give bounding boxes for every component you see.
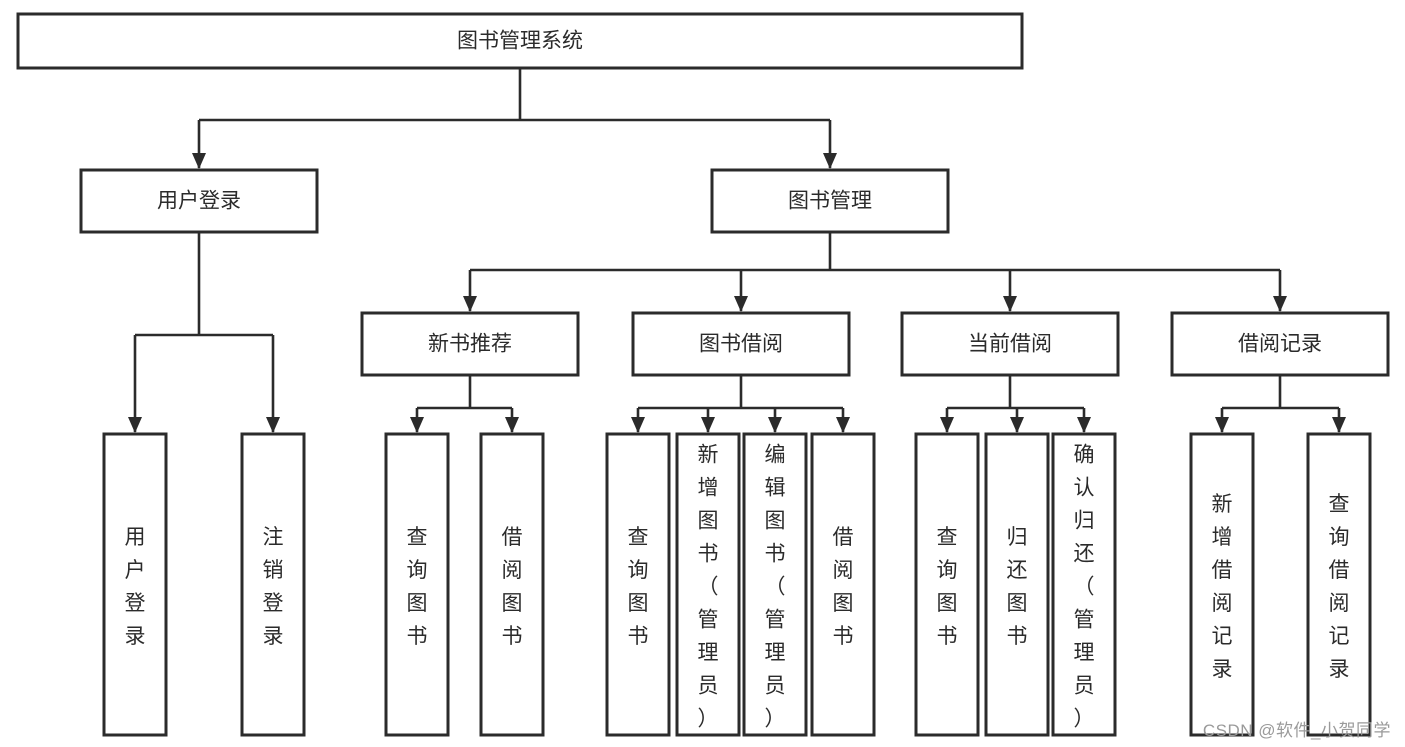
node-label: 查询图书 <box>628 526 649 648</box>
arrow-head-icon <box>1077 417 1091 433</box>
node-box <box>742 432 808 737</box>
node-box <box>1051 432 1117 737</box>
node-confirm-return-admin[interactable]: 确认归还（管理员） <box>1051 432 1117 737</box>
node-box <box>984 432 1050 737</box>
node-label: 图书管理 <box>788 190 872 213</box>
node-label: 借阅图书 <box>502 526 523 648</box>
node-query-borrow-record[interactable]: 查询借阅记录 <box>1306 432 1372 737</box>
node-label: 用户登录 <box>157 190 241 213</box>
node-root[interactable]: 图书管理系统 <box>16 12 1024 70</box>
arrow-head-icon <box>734 296 748 312</box>
node-box <box>810 432 876 737</box>
arrow-head-icon <box>940 417 954 433</box>
node-borrow-book-2[interactable]: 借阅图书 <box>810 432 876 737</box>
node-user-login-do[interactable]: 用户登录 <box>102 432 168 737</box>
arrow-head-icon <box>701 417 715 433</box>
node-user-login[interactable]: 用户登录 <box>79 168 319 234</box>
node-label: 查询借阅记录 <box>1329 493 1350 681</box>
arrow-head-icon <box>192 153 206 169</box>
arrow-head-icon <box>266 417 280 433</box>
node-query-book-3[interactable]: 查询图书 <box>914 432 980 737</box>
node-label: 归还图书 <box>1007 526 1028 648</box>
node-layer: 图书管理系统用户登录用户登录注销登录图书管理新书推荐查询图书借阅图书图书借阅查询… <box>16 12 1390 737</box>
arrow-head-icon <box>1273 296 1287 312</box>
node-label: 用户登录 <box>125 526 146 648</box>
node-label: 新书推荐 <box>428 333 512 356</box>
node-label: 注销登录 <box>263 526 284 648</box>
node-box <box>1306 432 1372 737</box>
arrow-head-icon <box>1332 417 1346 433</box>
node-current-borrow[interactable]: 当前借阅 <box>900 311 1120 377</box>
node-box <box>16 12 1024 70</box>
node-box <box>914 432 980 737</box>
node-new-book-recommend[interactable]: 新书推荐 <box>360 311 580 377</box>
node-label: 当前借阅 <box>968 333 1052 356</box>
node-box <box>384 432 450 737</box>
node-box <box>1189 432 1255 737</box>
node-label: 编辑图书（管理员） <box>765 444 786 731</box>
node-box <box>900 311 1120 377</box>
node-box <box>675 432 741 737</box>
node-label: 查询图书 <box>407 526 428 648</box>
arrow-head-icon <box>410 417 424 433</box>
node-borrow-book-1[interactable]: 借阅图书 <box>479 432 545 737</box>
node-add-borrow-record[interactable]: 新增借阅记录 <box>1189 432 1255 737</box>
node-box <box>360 311 580 377</box>
node-label: 查询图书 <box>937 526 958 648</box>
node-return-book[interactable]: 归还图书 <box>984 432 1050 737</box>
arrow-head-icon <box>463 296 477 312</box>
node-label: 确认归还（管理员） <box>1074 444 1095 731</box>
node-box <box>102 432 168 737</box>
arrow-head-icon <box>823 153 837 169</box>
node-box <box>240 432 306 737</box>
arrow-head-icon <box>1010 417 1024 433</box>
node-label: 图书借阅 <box>699 333 783 356</box>
node-query-book-2[interactable]: 查询图书 <box>605 432 671 737</box>
arrow-head-icon <box>768 417 782 433</box>
node-label: 图书管理系统 <box>457 30 583 53</box>
node-edit-book-admin[interactable]: 编辑图书（管理员） <box>742 432 808 737</box>
node-box <box>479 432 545 737</box>
node-label: 新增借阅记录 <box>1212 493 1233 681</box>
node-borrow-record[interactable]: 借阅记录 <box>1170 311 1390 377</box>
arrow-head-icon <box>631 417 645 433</box>
node-box <box>605 432 671 737</box>
node-user-logout[interactable]: 注销登录 <box>240 432 306 737</box>
arrow-head-icon <box>505 417 519 433</box>
arrow-head-icon <box>1215 417 1229 433</box>
node-box <box>710 168 950 234</box>
node-add-book-admin[interactable]: 新增图书（管理员） <box>675 432 741 737</box>
arrow-head-icon <box>836 417 850 433</box>
node-label: 借阅图书 <box>833 526 854 648</box>
arrow-head-icon <box>1003 296 1017 312</box>
node-box <box>79 168 319 234</box>
node-book-management[interactable]: 图书管理 <box>710 168 950 234</box>
node-query-book-1[interactable]: 查询图书 <box>384 432 450 737</box>
connector-layer <box>128 68 1346 433</box>
arrow-head-icon <box>128 417 142 433</box>
node-box <box>631 311 851 377</box>
node-box <box>1170 311 1390 377</box>
node-label: 新增图书（管理员） <box>698 444 719 731</box>
watermark-label: CSDN @软件_小贺同学 <box>1202 721 1391 740</box>
node-book-borrow[interactable]: 图书借阅 <box>631 311 851 377</box>
node-label: 借阅记录 <box>1238 333 1322 356</box>
